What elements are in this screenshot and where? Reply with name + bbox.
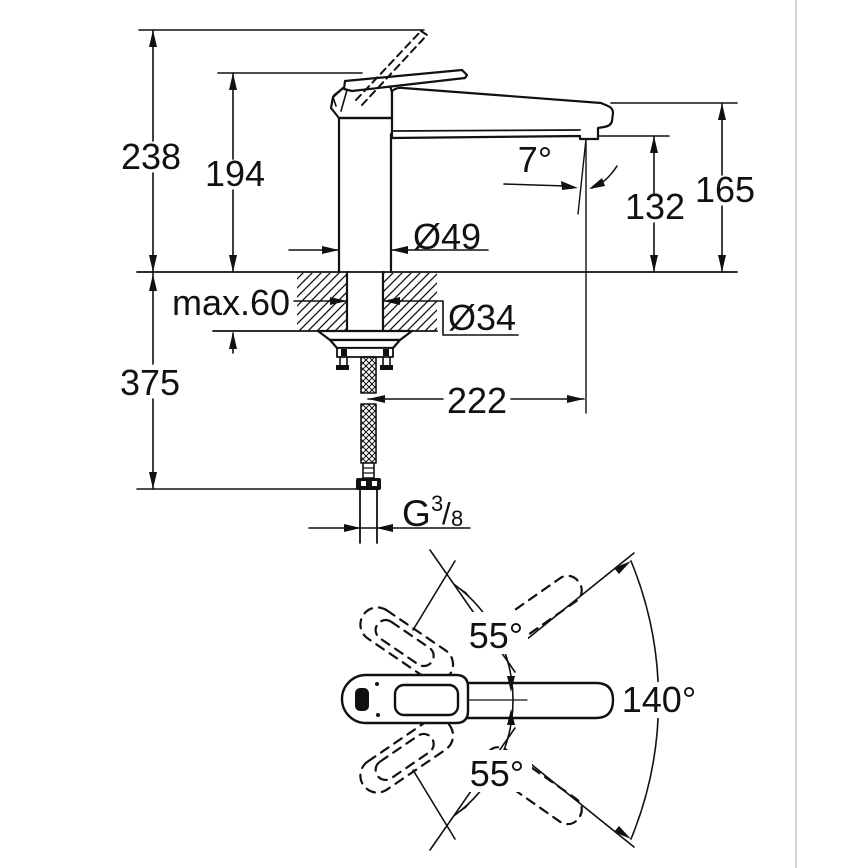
swivel-aux-lower-left bbox=[412, 769, 456, 840]
arrow-132-bottom bbox=[650, 255, 658, 272]
counter-hatch bbox=[297, 273, 437, 331]
angle-7-leader bbox=[503, 183, 567, 187]
faucet-shank bbox=[345, 270, 385, 333]
swivel-total-label: 140° bbox=[622, 679, 696, 720]
faucet-lever-raised-dashed bbox=[355, 30, 428, 106]
arrow-7-curve bbox=[589, 178, 605, 189]
mounting-bolt-foot-right bbox=[380, 365, 393, 370]
hose-nut bbox=[356, 478, 381, 490]
arrow-55-lower-in bbox=[507, 709, 515, 725]
thread-sub-label: 8 bbox=[451, 506, 463, 531]
labels: 238 194 165 132 7° Ø49 max.60 Ø34 375 22… bbox=[120, 136, 755, 794]
braided-hose-upper bbox=[360, 356, 377, 394]
arrow-g38-right bbox=[376, 524, 393, 532]
spout-underside-line bbox=[391, 129, 581, 132]
thread-letter-label: G bbox=[402, 493, 431, 534]
handle-body-sketch-lines bbox=[332, 87, 404, 112]
arrow-55-upper-in bbox=[507, 676, 515, 692]
handle-rotated-down-inner bbox=[374, 732, 435, 782]
arrow-375-bottom bbox=[149, 472, 157, 489]
faucet-spout bbox=[390, 86, 615, 141]
faucet-lever bbox=[342, 68, 469, 93]
dim-spout-reach-label: 222 bbox=[447, 380, 507, 421]
arrow-238-bottom bbox=[149, 255, 157, 272]
swivel-aux-upper-left bbox=[412, 560, 456, 631]
arrow-238-top bbox=[149, 30, 157, 47]
dim-hole-diameter-label: Ø34 bbox=[448, 297, 516, 338]
mask-55-upper bbox=[462, 612, 528, 654]
topview-dot-bottom bbox=[376, 713, 380, 717]
arrow-375-top bbox=[149, 274, 157, 291]
dim-d34-lines bbox=[293, 300, 519, 336]
dim-outlet-height-label: 132 bbox=[625, 186, 685, 227]
top-view bbox=[340, 549, 701, 851]
side-view bbox=[136, 30, 738, 544]
arrow-140-bottom bbox=[614, 826, 631, 839]
arrow-d34-right bbox=[383, 297, 400, 305]
dim-stream-angle-label: 7° bbox=[518, 139, 552, 180]
dim-body-diameter-label: Ø49 bbox=[413, 216, 481, 257]
arrow-165-bottom bbox=[718, 255, 726, 272]
thread-sup-label: 3 bbox=[431, 491, 443, 516]
mounting-bolt-foot-left bbox=[336, 365, 349, 370]
hose-nut-slot-left bbox=[361, 481, 366, 486]
hose-connector bbox=[362, 462, 375, 479]
mask-55-lower bbox=[462, 750, 532, 792]
mounting-flange-lower bbox=[328, 338, 402, 350]
mounting-plate-mark-left bbox=[341, 349, 347, 356]
arrow-194-top bbox=[229, 73, 237, 90]
dimension-arrowheads bbox=[149, 30, 726, 532]
dim-spout-top-label: 165 bbox=[695, 169, 755, 210]
arrow-222-right bbox=[567, 395, 584, 403]
dim-below-depth-label: 375 bbox=[120, 362, 180, 403]
hose-nut-slot-right bbox=[372, 481, 377, 486]
arrow-222-left bbox=[368, 395, 385, 403]
mounting-bolts bbox=[339, 356, 391, 366]
braided-hose-lower bbox=[360, 403, 377, 464]
handle-rotated-down bbox=[359, 717, 455, 794]
arrow-140-top bbox=[614, 561, 631, 574]
swivel-radial-lower-right bbox=[515, 751, 635, 848]
mounting-plate-mark-right bbox=[383, 349, 389, 356]
dim-max-thickness-label: max.60 bbox=[172, 282, 290, 323]
arrow-max60 bbox=[229, 332, 237, 349]
topview-lever bbox=[393, 683, 460, 717]
arrow-132-top bbox=[650, 136, 658, 153]
topview-spout bbox=[458, 681, 615, 720]
swivel-radial-upper-right bbox=[515, 552, 635, 649]
topview-handle-nub bbox=[355, 688, 369, 711]
arrow-7-leader bbox=[561, 181, 578, 190]
stream-angled-line bbox=[577, 138, 587, 215]
arrow-d34-left bbox=[330, 297, 347, 305]
handle-rotated-up-inner bbox=[374, 618, 435, 668]
arrow-d49-right bbox=[391, 246, 408, 254]
mask-140 bbox=[617, 682, 701, 718]
supply-tube bbox=[359, 489, 378, 544]
label-masks bbox=[462, 612, 701, 792]
arrow-g38-left bbox=[344, 524, 361, 532]
arrow-55-lower-out bbox=[455, 802, 471, 815]
topview-dot-top bbox=[375, 682, 379, 686]
arrow-55-upper-out bbox=[455, 585, 471, 598]
arrow-194-bottom bbox=[229, 255, 237, 272]
topview-arrowheads bbox=[455, 561, 631, 839]
swivel-upper-label: 55° bbox=[469, 615, 523, 656]
dim-total-height-label: 238 bbox=[121, 136, 181, 177]
mounting-flange-upper bbox=[316, 329, 414, 342]
arrow-165-top bbox=[718, 103, 726, 120]
dim-upper-height-label: 194 bbox=[205, 153, 265, 194]
swivel-lower-label: 55° bbox=[470, 753, 524, 794]
thread-slash-label: / bbox=[442, 496, 451, 531]
arrow-d49-left bbox=[322, 246, 339, 254]
hose-connector-lines bbox=[362, 467, 375, 474]
